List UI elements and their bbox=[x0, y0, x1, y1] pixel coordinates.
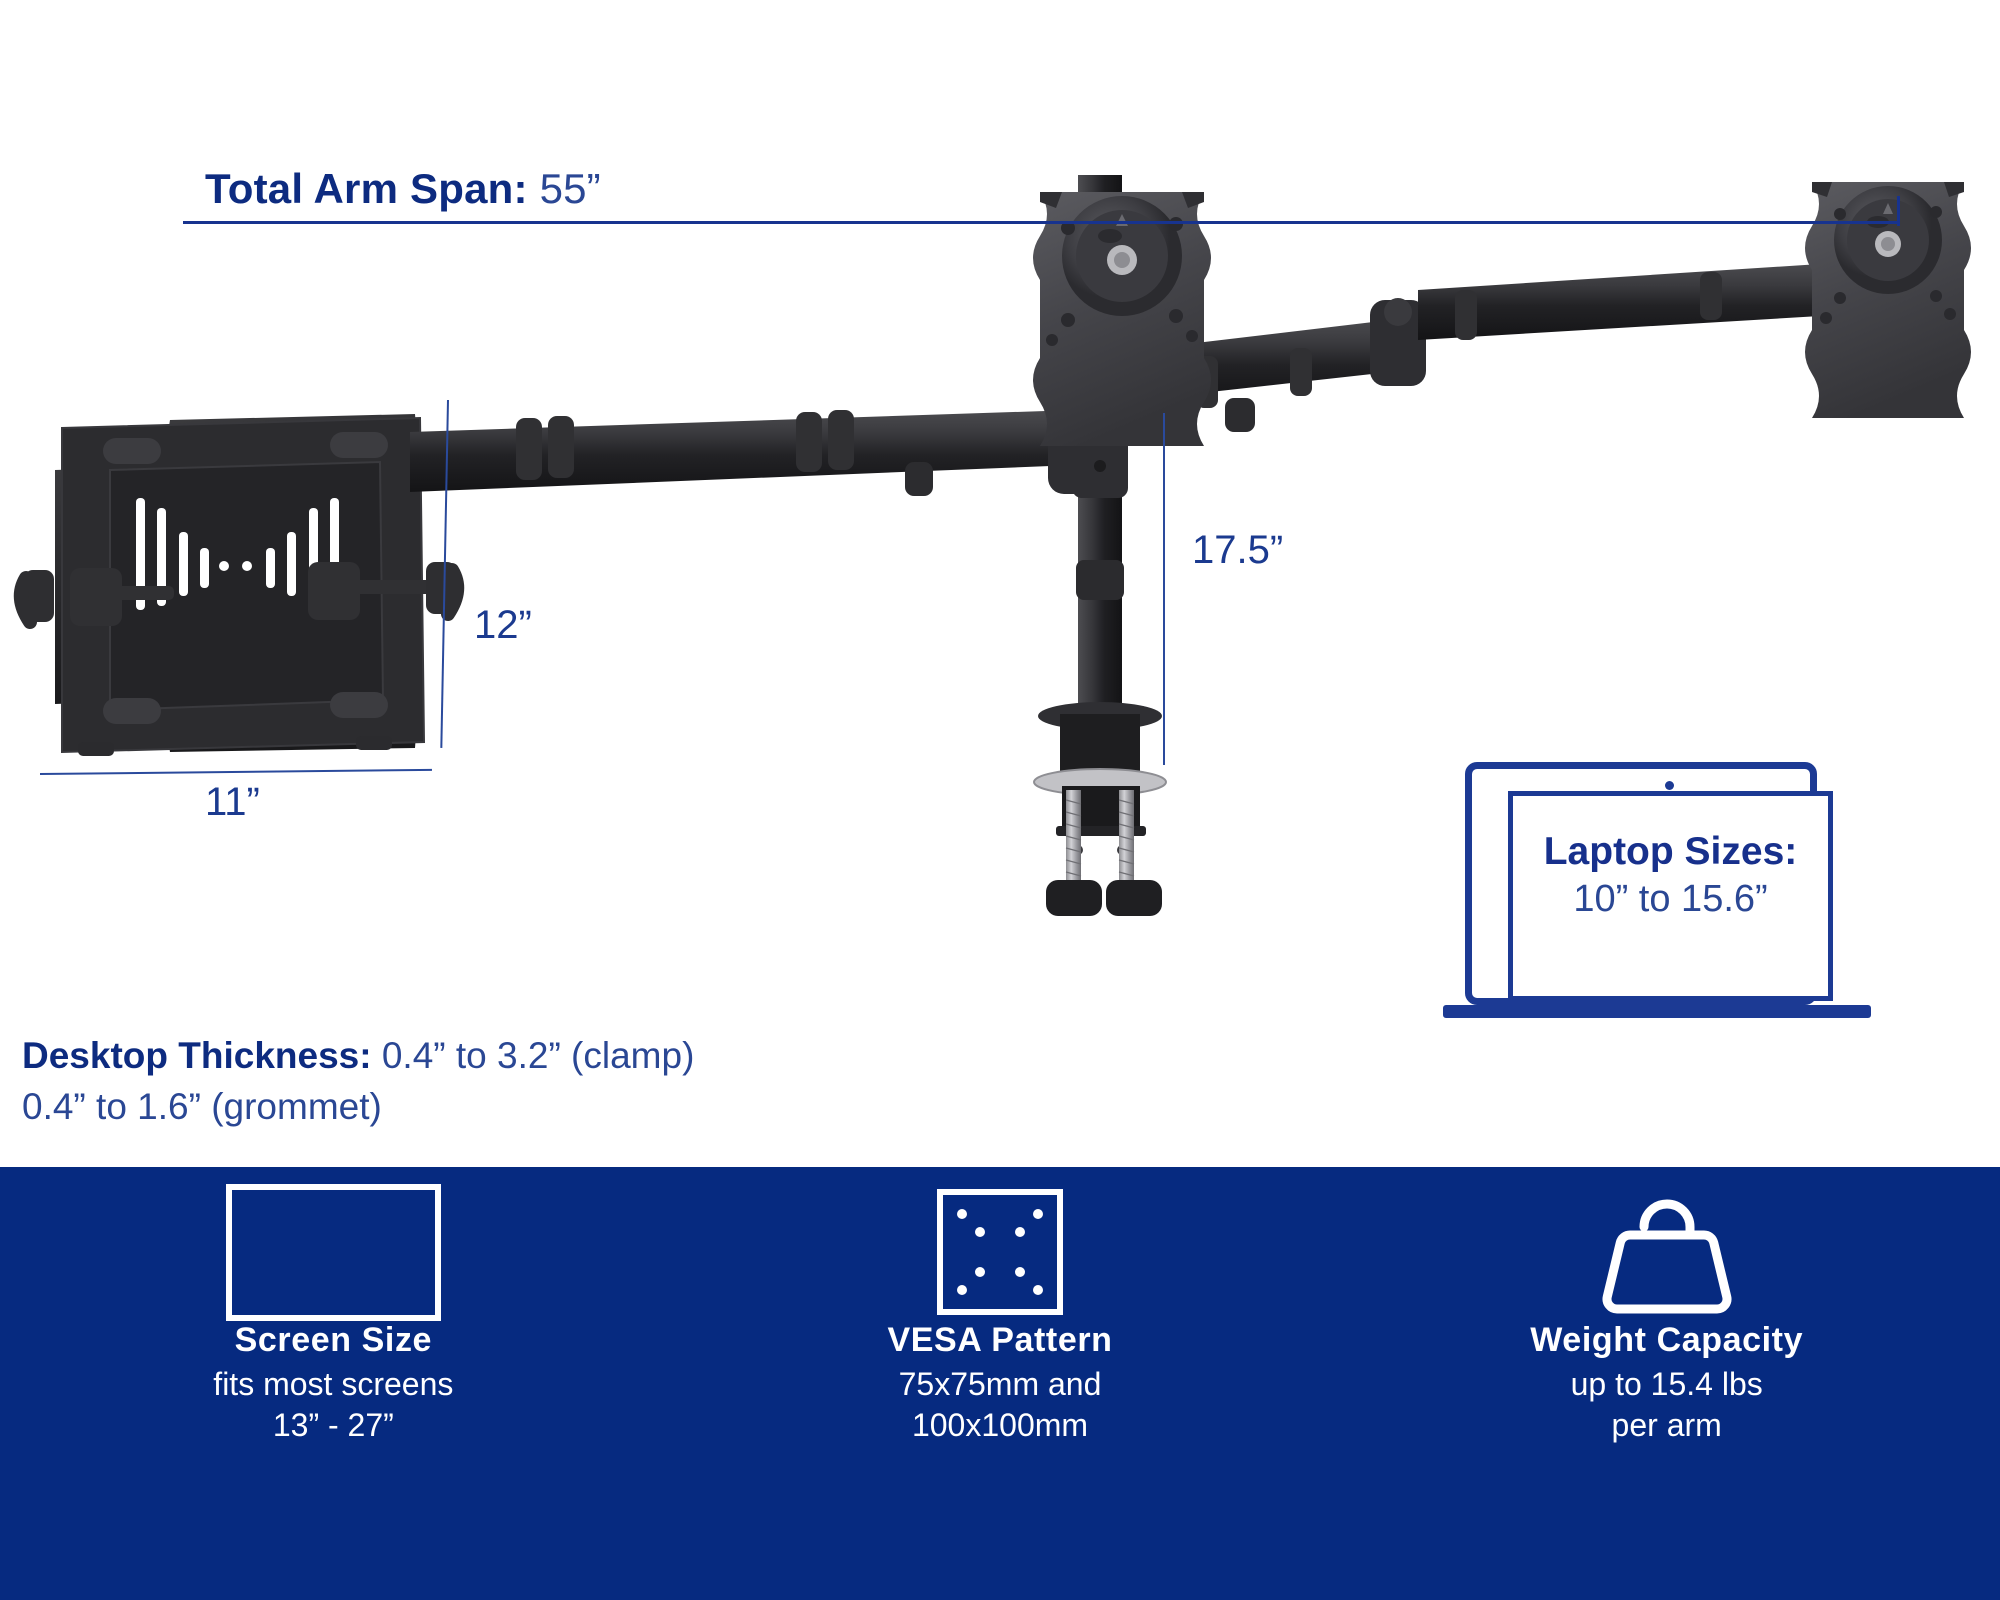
laptop-sizes-title: Laptop Sizes: bbox=[1543, 830, 1798, 873]
tray-height-label: 12” bbox=[474, 603, 532, 647]
feature-screen-size: Screen Size fits most screens 13” - 27” bbox=[0, 1167, 667, 1600]
pole-height-label: 17.5” bbox=[1192, 528, 1284, 572]
feature-weight-capacity-sub2: per arm bbox=[1611, 1406, 1722, 1443]
feature-screen-size-sub1: fits most screens bbox=[213, 1366, 454, 1402]
laptop-tray-illustration bbox=[13, 414, 465, 756]
feature-screen-size-title: Screen Size bbox=[234, 1321, 433, 1359]
laptop-sizes-value: 10” to 15.6” bbox=[1573, 877, 1768, 920]
desktop-thickness-key: Desktop Thickness: bbox=[22, 1035, 372, 1076]
feature-vesa-pattern-sub1: 75x75mm and bbox=[898, 1366, 1102, 1402]
laptop-screen-icon bbox=[1508, 791, 1833, 1001]
total-arm-span-end-tick bbox=[1897, 196, 1900, 226]
laptop-webcam-icon bbox=[1665, 781, 1674, 790]
pole-height-dimension-line bbox=[1163, 413, 1165, 765]
feature-vesa-pattern-title: VESA Pattern bbox=[887, 1321, 1113, 1359]
weight-icon bbox=[1592, 1187, 1742, 1317]
desktop-thickness-clamp-value: 0.4” to 3.2” (clamp) bbox=[381, 1035, 695, 1076]
laptop-sizes-text: Laptop Sizes: 10” to 15.6” bbox=[1508, 829, 1833, 923]
total-arm-span-dimension-line bbox=[183, 221, 1900, 224]
feature-weight-capacity-title: Weight Capacity bbox=[1530, 1321, 1804, 1359]
desktop-thickness-grommet-value: 0.4” to 1.6” (grommet) bbox=[22, 1086, 382, 1128]
laptop-icon-body: Laptop Sizes: 10” to 15.6” bbox=[1465, 762, 1833, 1005]
total-arm-span-value: 55” bbox=[539, 165, 601, 212]
feature-weight-capacity: Weight Capacity up to 15.4 lbs per arm bbox=[1333, 1167, 2000, 1600]
screen-icon bbox=[225, 1183, 441, 1321]
desktop-thickness-line1: Desktop Thickness: 0.4” to 3.2” (clamp) bbox=[22, 1030, 694, 1081]
feature-vesa-pattern-sub2: 100x100mm bbox=[911, 1406, 1089, 1443]
feature-screen-size-sub2: 13” - 27” bbox=[272, 1406, 394, 1443]
feature-vesa-pattern: VESA Pattern 75x75mm and 100x100mm bbox=[667, 1167, 1334, 1600]
vesa-pattern-icon bbox=[937, 1187, 1063, 1317]
product-illustration bbox=[13, 175, 1971, 916]
total-arm-span-key: Total Arm Span: bbox=[205, 165, 528, 212]
right-arm-illustration bbox=[1120, 264, 1820, 432]
desktop-thickness-block: Desktop Thickness: 0.4” to 3.2” (clamp) … bbox=[22, 1030, 694, 1132]
tray-width-label: 11” bbox=[205, 780, 260, 824]
laptop-base-icon bbox=[1443, 1005, 1871, 1018]
left-arm-illustration bbox=[410, 392, 1110, 496]
feature-banner: Screen Size fits most screens 13” - 27” bbox=[0, 1167, 2000, 1600]
desk-clamp-illustration bbox=[1033, 702, 1167, 916]
feature-weight-capacity-sub1: up to 15.4 lbs bbox=[1570, 1366, 1763, 1402]
center-vesa-plate-illustration bbox=[1033, 192, 1211, 446]
laptop-sizes-card: Laptop Sizes: 10” to 15.6” bbox=[1443, 762, 1871, 1052]
total-arm-span-label: Total Arm Span: 55” bbox=[205, 165, 601, 213]
right-vesa-plate-illustration bbox=[1805, 182, 1971, 418]
